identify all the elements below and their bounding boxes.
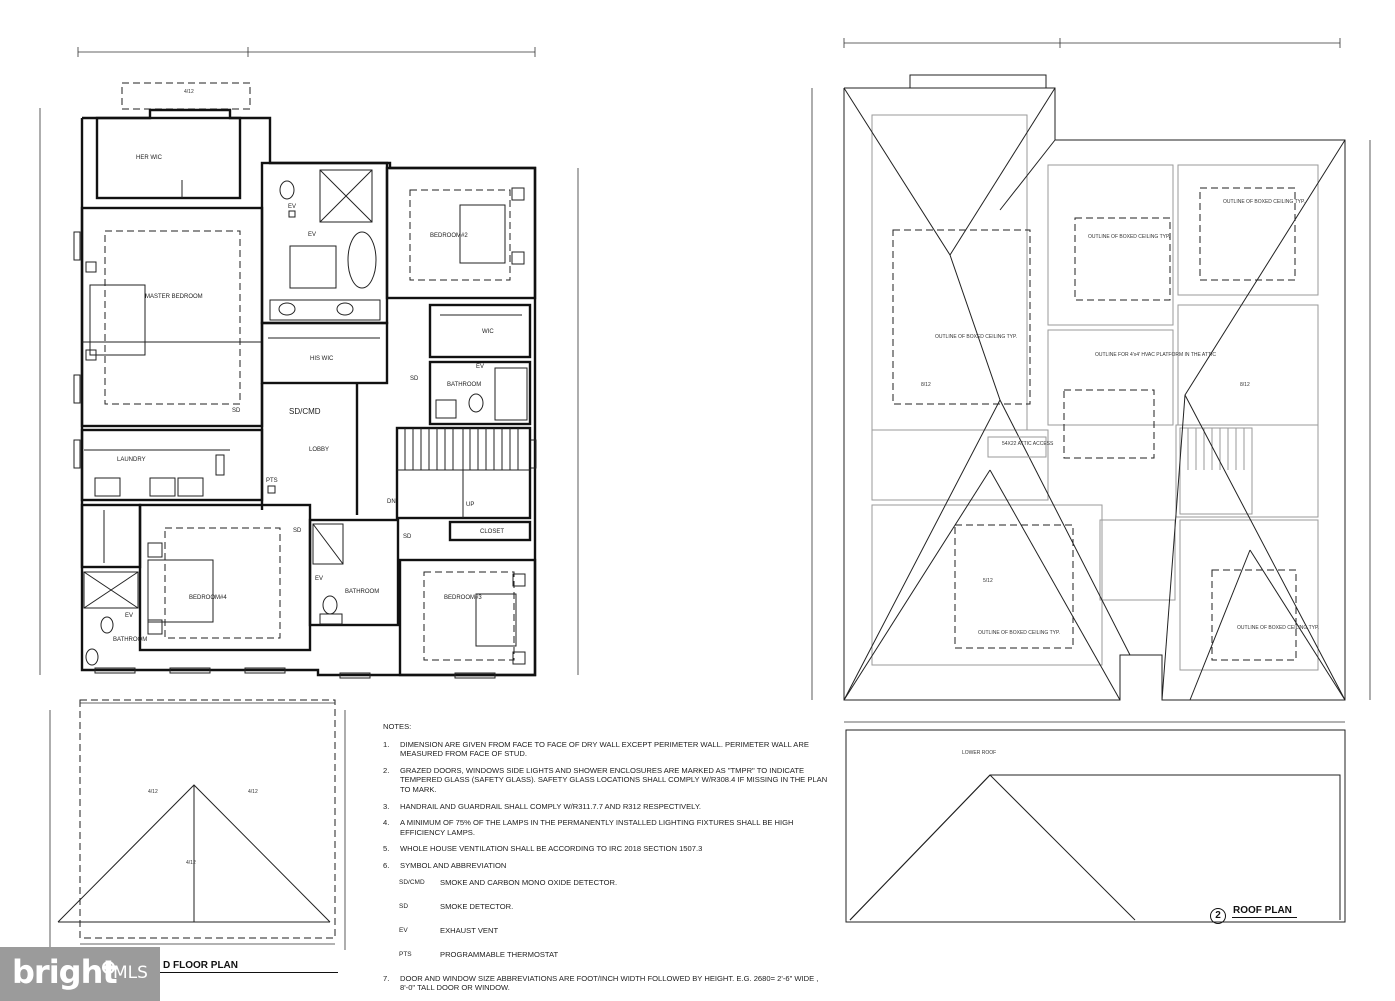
boxed-ceiling-label-2: OUTLINE OF BOXED CEILING TYP. (1088, 234, 1170, 240)
room-label-laundry: LAUNDRY (117, 457, 146, 463)
boxed-ceiling-label-3: OUTLINE OF BOXED CEILING TYP. (935, 334, 1017, 340)
brand-logo-text: bright (12, 953, 118, 991)
room-label-her-wic: HER WIC (136, 155, 163, 161)
symbol-sd-3: SD (403, 534, 412, 540)
bright-mls-watermark: bright MLS (0, 947, 160, 1001)
room-label-bedroom-3: BEDROOM#3 (444, 595, 482, 601)
symbol-ev-1: EV (288, 204, 296, 210)
roof-pitch-bottom: 5/12 (983, 578, 993, 584)
room-label-bedroom-4: BEDROOM#4 (189, 595, 227, 601)
boxed-ceiling-label-4: OUTLINE OF BOXED CEILING TYP. (978, 630, 1060, 636)
symbol-pts: PTS (266, 478, 278, 484)
note-5: 5.WHOLE HOUSE VENTILATION SHALL BE ACCOR… (383, 844, 703, 854)
notes-block: NOTES: 1.DIMENSION ARE GIVEN FROM FACE T… (383, 722, 833, 1000)
porch-pitch-1: 4/12 (148, 789, 158, 795)
porch-pitch-3: 4/12 (186, 860, 196, 866)
note-2: 2.GRAZED DOORS, WINDOWS SIDE LIGHTS AND … (383, 765, 828, 794)
floor-plan-title-underline (158, 972, 338, 973)
note-3: 3.HANDRAIL AND GUARDRAIL SHALL COMPLY W/… (383, 801, 702, 811)
stair-dn-label: DN (387, 499, 396, 505)
note-6: 6.SYMBOL AND ABBREVIATION (383, 860, 507, 870)
note-1: 1.DIMENSION ARE GIVEN FROM FACE TO FACE … (383, 739, 809, 759)
room-label-closet: CLOSET (480, 529, 504, 535)
roof-plan-number: 2 (1210, 908, 1226, 924)
room-label-lobby: LOBBY (309, 447, 329, 453)
hvac-platform-label: OUTLINE FOR 4'x4' HVAC PLATFORM IN THE A… (1095, 352, 1216, 358)
notes-heading: NOTES: (383, 722, 412, 731)
floor-plan-title: D FLOOR PLAN (163, 960, 238, 971)
room-label-bedroom-2: BEDROOM#2 (430, 233, 468, 239)
floor-plan: 4/12 HER WIC MASTER BEDROOM EV EV (39, 47, 579, 950)
symbol-sd-cmd: SD/CMD (289, 407, 321, 416)
lower-roof-label: LOWER ROOF (962, 750, 996, 756)
stair-up-label: UP (466, 502, 474, 508)
symbol-ev-2: EV (308, 232, 316, 238)
symbol-sd-4: SD (293, 528, 302, 534)
roof-floor-underlay (871, 114, 1319, 671)
symbol-sd-1: SD (232, 408, 241, 414)
roof-plan: 8/12 8/12 5/12 OUTLINE OF BOXED CEILING … (811, 38, 1371, 923)
room-label-his-wic: HIS WIC (310, 356, 334, 362)
note-4: 4.A MINIMUM OF 75% OF THE LAMPS IN THE P… (383, 818, 794, 837)
room-label-bathroom-left: BATHROOM (113, 637, 147, 643)
attic-access-label: 54X22 ATTIC ACCESS (1002, 441, 1054, 447)
symbol-ev-3: EV (476, 364, 484, 370)
pitch-label: 4/12 (184, 89, 194, 95)
boxed-ceiling-label-1: OUTLINE OF BOXED CEILING TYP. (1223, 199, 1305, 205)
roof-plan-title: ROOF PLAN (1233, 905, 1292, 916)
brand-mls-text: MLS (113, 963, 148, 983)
roof-plan-title-underline (1232, 917, 1297, 918)
roof-pitch-left: 8/12 (921, 382, 931, 388)
room-label-bathroom-mid: BATHROOM (345, 589, 379, 595)
room-label-master-bedroom: MASTER BEDROOM (145, 294, 203, 300)
room-label-wic: WIC (482, 329, 494, 335)
symbol-ev-4: EV (315, 576, 323, 582)
symbol-sd-2: SD (410, 376, 419, 382)
roof-pitch-right: 8/12 (1240, 382, 1250, 388)
symbol-ev-5: EV (125, 613, 133, 619)
room-label-bathroom-right: BATHROOM (447, 382, 481, 388)
boxed-ceiling-label-5: OUTLINE OF BOXED CEILING TYP. (1237, 625, 1319, 631)
note-7: 7.DOOR AND WINDOW SIZE ABBREVIATIONS ARE… (383, 973, 819, 993)
brand-dot-icon (102, 961, 115, 974)
porch-pitch-2: 4/12 (248, 789, 258, 795)
